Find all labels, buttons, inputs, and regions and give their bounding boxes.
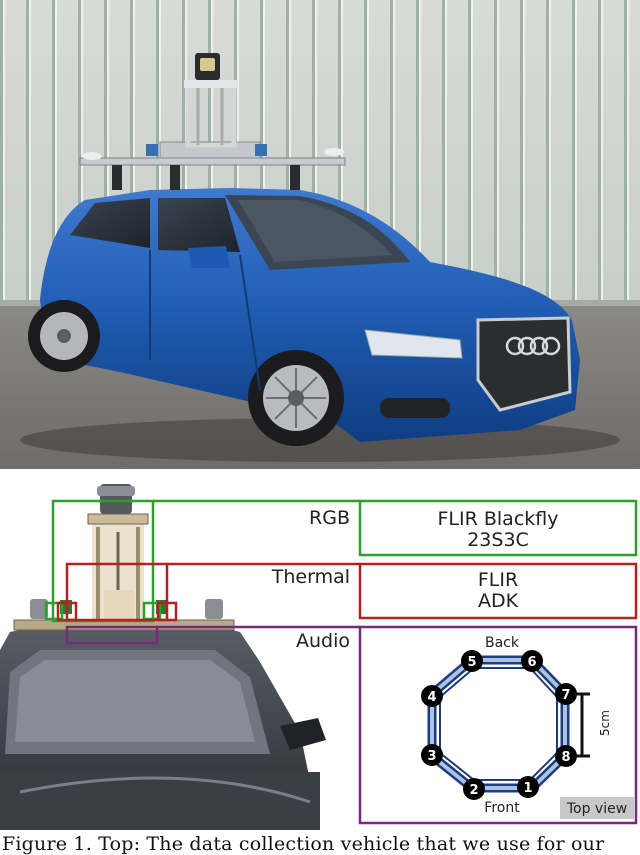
audio-label: Audio bbox=[295, 630, 350, 652]
thermal-label: Thermal bbox=[271, 566, 350, 588]
thermal-sensor-name: FLIR ADK bbox=[360, 570, 636, 612]
mic-7-label: 7 bbox=[561, 688, 570, 703]
vehicle-front-image bbox=[0, 484, 326, 830]
sensor-diagram: 1 2 3 4 5 6 7 8 bbox=[0, 484, 638, 830]
rgb-label: RGB bbox=[309, 507, 350, 529]
audio-box bbox=[358, 625, 638, 825]
vehicle-photo bbox=[0, 0, 640, 469]
rgb-sensor-name: FLIR Blackfly 23S3C bbox=[360, 509, 636, 551]
figure-caption: Figure 1. Top: The data collection vehic… bbox=[2, 833, 605, 855]
rgb-box bbox=[358, 499, 638, 557]
top-view-badge-bg bbox=[560, 797, 634, 819]
thermal-sensor-line-1: FLIR bbox=[477, 569, 519, 591]
front-label: Front bbox=[484, 800, 520, 816]
thermal-box bbox=[358, 562, 638, 620]
mic-array-diagram: 1 2 3 4 5 6 7 8 bbox=[421, 650, 590, 800]
mic-1-marker bbox=[517, 776, 539, 798]
thermal-callout-frame bbox=[65, 562, 169, 622]
rgb-sensor-line-2: 23S3C bbox=[467, 529, 529, 551]
mic-8-marker bbox=[555, 745, 577, 767]
mic-1-label: 1 bbox=[523, 781, 532, 796]
mic-3-label: 3 bbox=[427, 749, 436, 764]
audio-callout-frame bbox=[65, 625, 159, 645]
rgb-camera-left-marker bbox=[44, 601, 64, 621]
mic-7-marker bbox=[555, 683, 577, 705]
rgb-sensor-line-1: FLIR Blackfly bbox=[437, 508, 559, 530]
top-view-badge: Top view bbox=[566, 801, 628, 817]
mic-5-label: 5 bbox=[467, 655, 476, 670]
thermal-camera-left-marker bbox=[56, 601, 78, 622]
thermal-camera-right-marker bbox=[156, 601, 178, 622]
thermal-sensor-line-2: ADK bbox=[477, 590, 519, 612]
scale-label: 5cm bbox=[598, 710, 612, 736]
mic-4-marker bbox=[421, 685, 443, 707]
mic-6-marker bbox=[521, 650, 543, 672]
mic-2-label: 2 bbox=[469, 783, 478, 798]
mic-2-marker bbox=[463, 778, 485, 800]
mic-6-label: 6 bbox=[527, 655, 536, 670]
back-label: Back bbox=[485, 635, 519, 651]
mic-3-marker bbox=[421, 744, 443, 766]
mic-8-label: 8 bbox=[561, 750, 570, 765]
mic-5-marker bbox=[461, 650, 483, 672]
mic-4-label: 4 bbox=[427, 690, 436, 705]
